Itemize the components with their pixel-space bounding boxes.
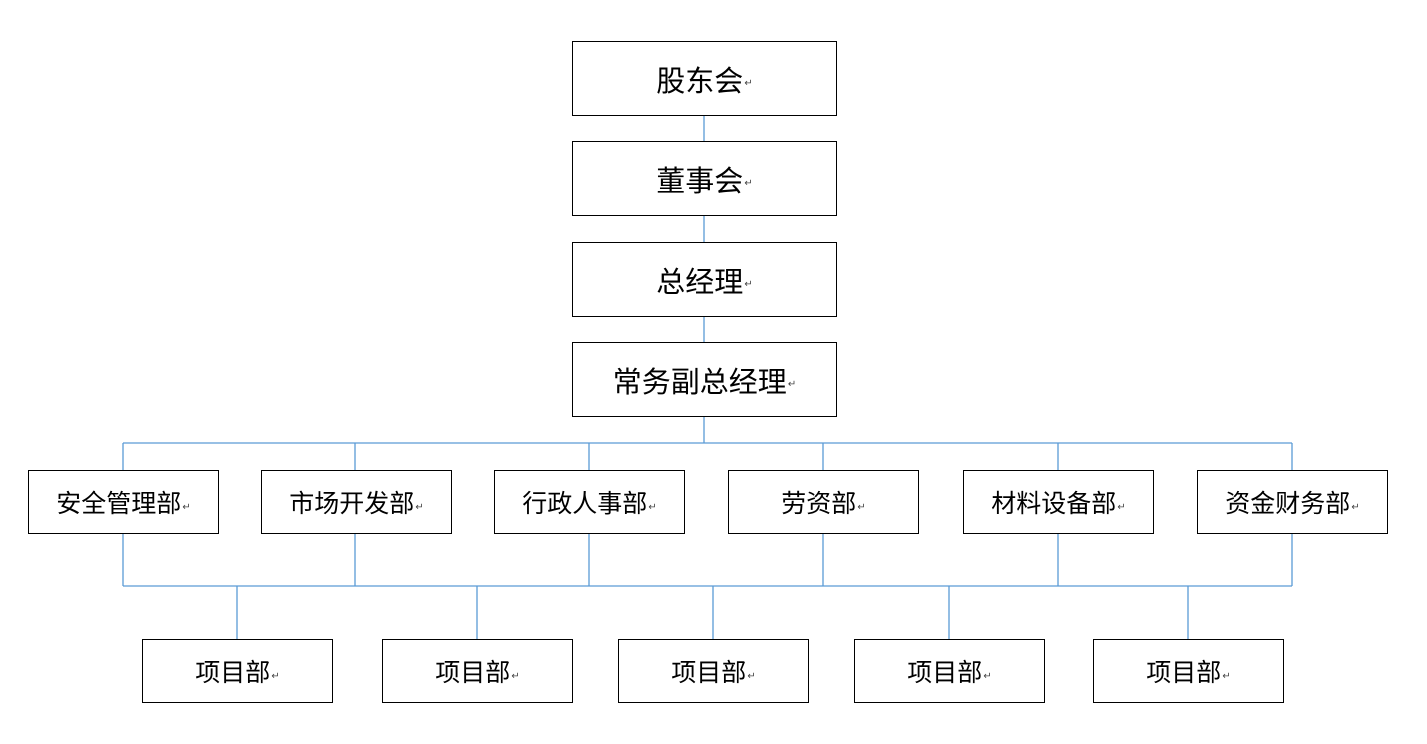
paragraph-mark-icon: ↵ [1351, 501, 1360, 513]
paragraph-mark-icon: ↵ [744, 78, 753, 89]
node-executive-deputy-gm: 常务副总经理↵ [572, 342, 837, 417]
node-label: 项目部 [195, 658, 271, 687]
node-label: 市场开发部 [289, 489, 415, 518]
node-label: 董事会 [656, 163, 744, 198]
node-board-of-directors: 董事会↵ [572, 141, 837, 216]
paragraph-mark-icon: ↵ [983, 670, 992, 682]
node-project-department: 项目部↵ [618, 639, 809, 703]
paragraph-mark-icon: ↵ [857, 501, 866, 513]
node-label: 项目部 [907, 658, 983, 687]
node-department: 行政人事部↵ [494, 470, 685, 534]
paragraph-mark-icon: ↵ [787, 379, 797, 390]
node-department: 劳资部↵ [728, 470, 919, 534]
node-project-department: 项目部↵ [382, 639, 573, 703]
paragraph-mark-icon: ↵ [648, 501, 657, 513]
node-label: 材料设备部 [991, 489, 1117, 518]
node-label: 股东会 [656, 63, 744, 98]
paragraph-mark-icon: ↵ [511, 670, 520, 682]
node-shareholders-meeting: 股东会↵ [572, 41, 837, 116]
node-label: 资金财务部 [1225, 489, 1351, 518]
node-label: 常务副总经理 [612, 364, 787, 399]
paragraph-mark-icon: ↵ [744, 279, 753, 290]
node-label: 劳资部 [781, 489, 857, 518]
paragraph-mark-icon: ↵ [415, 501, 424, 513]
paragraph-mark-icon: ↵ [271, 670, 280, 682]
node-label: 项目部 [671, 658, 747, 687]
node-project-department: 项目部↵ [854, 639, 1045, 703]
paragraph-mark-icon: ↵ [744, 178, 753, 189]
node-project-department: 项目部↵ [142, 639, 333, 703]
paragraph-mark-icon: ↵ [182, 501, 191, 513]
paragraph-mark-icon: ↵ [1117, 501, 1126, 513]
node-department: 市场开发部↵ [261, 470, 452, 534]
paragraph-mark-icon: ↵ [747, 670, 756, 682]
node-label: 项目部 [1146, 658, 1222, 687]
node-label: 行政人事部 [522, 489, 648, 518]
node-label: 总经理 [656, 264, 744, 299]
node-label: 安全管理部 [56, 489, 182, 518]
node-project-department: 项目部↵ [1093, 639, 1284, 703]
node-department: 安全管理部↵ [28, 470, 219, 534]
node-department: 资金财务部↵ [1197, 470, 1388, 534]
node-general-manager: 总经理↵ [572, 242, 837, 317]
paragraph-mark-icon: ↵ [1222, 670, 1231, 682]
node-department: 材料设备部↵ [963, 470, 1154, 534]
node-label: 项目部 [435, 658, 511, 687]
